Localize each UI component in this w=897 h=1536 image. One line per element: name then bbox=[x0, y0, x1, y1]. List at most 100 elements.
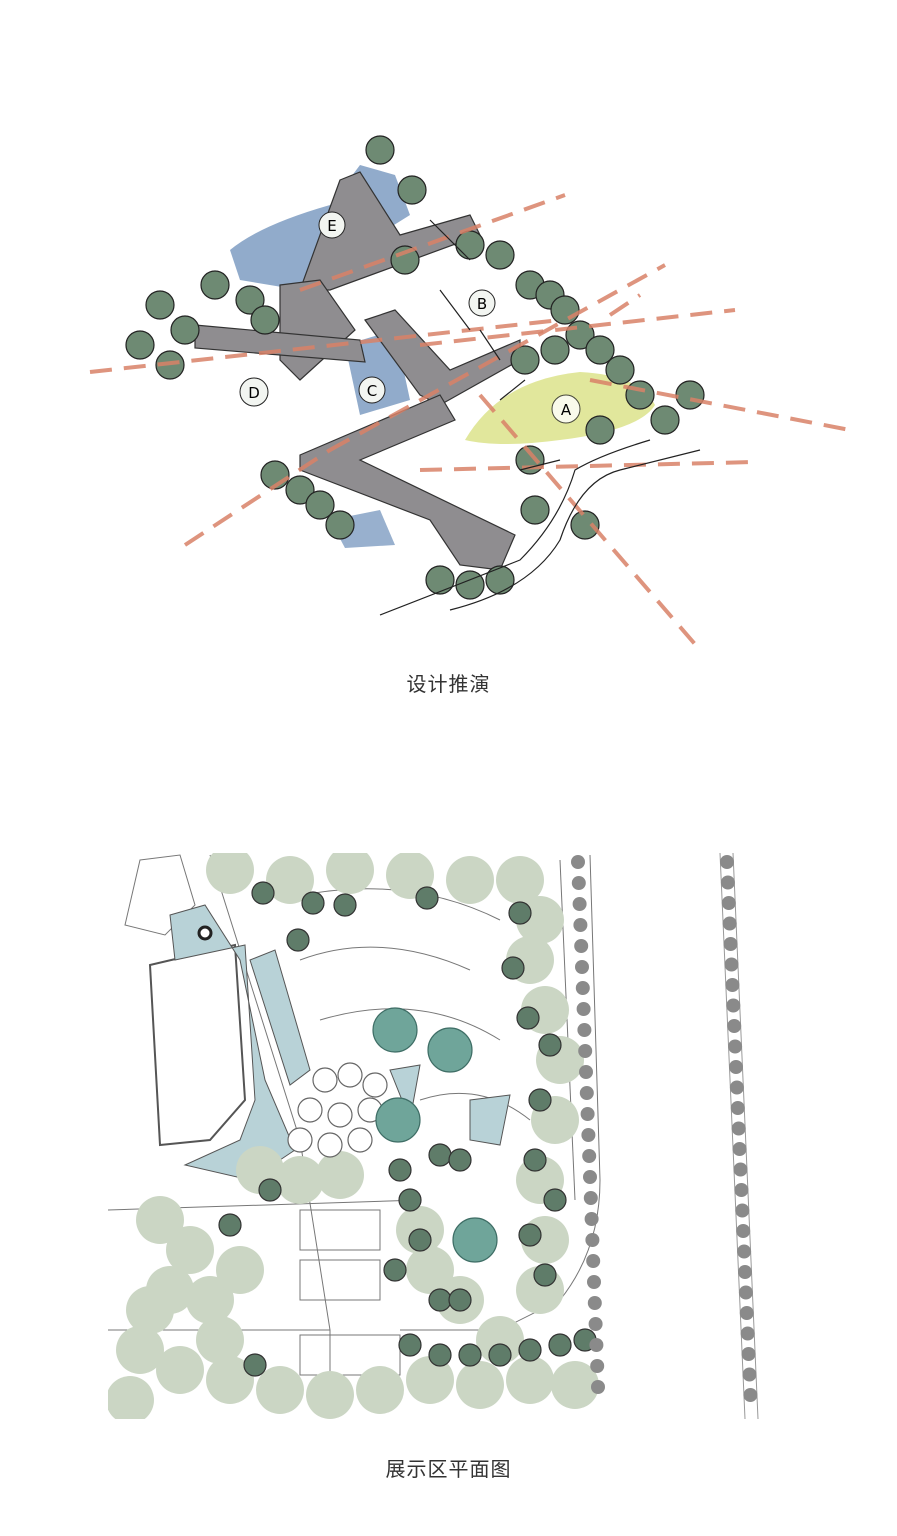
plan-tree-dark bbox=[528, 1088, 552, 1112]
plan-tree-dark bbox=[518, 1338, 542, 1362]
sketch-tree bbox=[485, 565, 515, 595]
plan-tree-dark bbox=[398, 1188, 422, 1212]
street-tree bbox=[588, 1317, 603, 1331]
sketch-tree bbox=[305, 490, 335, 520]
plan-tree-dark bbox=[243, 1353, 267, 1377]
street-tree bbox=[728, 1039, 743, 1054]
plan-feature-tree bbox=[427, 1027, 473, 1073]
street-tree bbox=[739, 1306, 754, 1320]
plan-tree-dark bbox=[388, 1158, 412, 1182]
plan-tree-dark bbox=[301, 891, 325, 915]
design-axis-line bbox=[329, 263, 666, 452]
sketch-tree bbox=[125, 330, 155, 360]
plan-tree-canopy bbox=[446, 856, 494, 904]
street-tree bbox=[591, 1380, 605, 1394]
sketch-tree bbox=[540, 335, 570, 365]
street-tree bbox=[720, 875, 735, 890]
plan-tree-canopy bbox=[156, 1346, 204, 1394]
plan-pool-outline bbox=[148, 943, 247, 1147]
street-tree bbox=[727, 1019, 742, 1033]
plan-tree-dark bbox=[408, 1228, 432, 1252]
plan-tree-small bbox=[362, 1072, 388, 1098]
plan-tree-canopy bbox=[476, 1316, 524, 1364]
sketch-tree bbox=[285, 475, 315, 505]
sketch-tree bbox=[170, 315, 200, 345]
plan-tree-dark bbox=[448, 1148, 472, 1172]
sketch-tree bbox=[397, 175, 427, 205]
plan-tree-canopy bbox=[108, 1376, 154, 1419]
street-tree bbox=[586, 1254, 601, 1268]
plan-tree-canopy bbox=[206, 853, 254, 894]
zone-label-e: E bbox=[327, 217, 336, 235]
street-tree bbox=[729, 1080, 744, 1095]
design-axis-line bbox=[608, 293, 642, 317]
street-tree bbox=[721, 896, 736, 910]
design-axis-line bbox=[589, 378, 851, 432]
street-tree bbox=[579, 1065, 593, 1079]
street-tree bbox=[737, 1244, 752, 1259]
plan-tree-small bbox=[297, 1097, 323, 1123]
plan-tree-dark bbox=[533, 1263, 557, 1287]
plan-feature-tree bbox=[452, 1217, 498, 1263]
site-plan bbox=[108, 853, 778, 1419]
street-tree bbox=[725, 978, 740, 992]
street-tree bbox=[573, 918, 588, 932]
site-plan-drawing bbox=[108, 853, 778, 1419]
plan-tree-dark bbox=[523, 1148, 547, 1172]
plan-tree-small bbox=[337, 1062, 363, 1088]
design-axis-line bbox=[419, 308, 736, 347]
plan-building-hall bbox=[249, 949, 311, 1086]
plan-tree-dark bbox=[508, 901, 532, 925]
street-tree bbox=[720, 855, 734, 869]
street-tree bbox=[730, 1101, 745, 1115]
figure-caption-design: 设计推演 bbox=[406, 672, 491, 696]
plan-tree-canopy bbox=[406, 1246, 454, 1294]
sketch-tree bbox=[365, 135, 395, 165]
zone-label-a: A bbox=[561, 401, 572, 419]
plan-tree-dark bbox=[258, 1178, 282, 1202]
plan-tree-canopy bbox=[326, 853, 374, 894]
building-massing bbox=[194, 171, 521, 571]
plan-tree-canopy bbox=[166, 1226, 214, 1274]
plan-tree-canopy bbox=[496, 856, 544, 904]
zone-label-b: B bbox=[477, 295, 487, 313]
street-tree bbox=[580, 1107, 595, 1121]
street-tree bbox=[578, 1044, 593, 1058]
street-tree bbox=[583, 1191, 598, 1205]
plan-tree-dark bbox=[218, 1213, 242, 1237]
plan-tree-canopy bbox=[216, 1246, 264, 1294]
plan-tree-canopy bbox=[406, 1356, 454, 1404]
street-tree bbox=[734, 1183, 749, 1197]
sketch-trees bbox=[125, 135, 705, 600]
street-tree bbox=[575, 981, 590, 995]
plan-tree-dark bbox=[458, 1343, 482, 1367]
street-tree bbox=[579, 1086, 594, 1100]
sketch-tree bbox=[520, 495, 550, 525]
sketch-tree bbox=[585, 335, 615, 365]
sketch-tree bbox=[650, 405, 680, 435]
plan-tree-canopy bbox=[356, 1366, 404, 1414]
street-tree bbox=[731, 1121, 746, 1136]
sketch-tree bbox=[510, 345, 540, 375]
plan-tree-canopy bbox=[136, 1196, 184, 1244]
street-tree bbox=[741, 1347, 756, 1361]
design-axis-line bbox=[89, 318, 561, 374]
design-sketch: A B C D E bbox=[80, 130, 870, 660]
plan-building-west bbox=[169, 904, 296, 1181]
plan-tree-dark bbox=[398, 1333, 422, 1357]
sketch-tree bbox=[455, 230, 485, 260]
sketch-tree bbox=[485, 240, 515, 270]
street-tree bbox=[577, 1023, 592, 1037]
street-tree bbox=[723, 937, 738, 951]
sketch-tree bbox=[425, 565, 455, 595]
plan-tree-canopy bbox=[256, 1366, 304, 1414]
plan-tree-dark bbox=[516, 1006, 540, 1030]
sketch-tree bbox=[570, 510, 600, 540]
street-tree bbox=[574, 939, 589, 953]
plan-feature-tree bbox=[372, 1007, 418, 1053]
plan-tree-canopy bbox=[551, 1361, 599, 1409]
design-sketch-drawing: A B C D E bbox=[89, 135, 851, 652]
street-tree bbox=[587, 1275, 601, 1289]
plan-tree-dark bbox=[286, 928, 310, 952]
plan-tree-canopy bbox=[186, 1276, 234, 1324]
